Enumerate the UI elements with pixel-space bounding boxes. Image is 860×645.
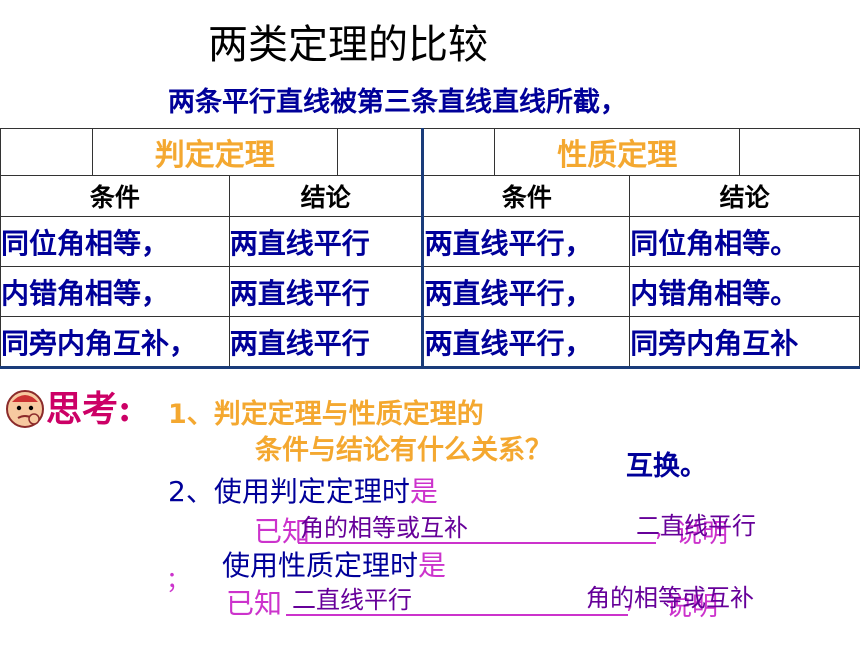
question-2-is: 是 <box>409 475 438 508</box>
table-cell: 同位角相等， <box>0 216 230 267</box>
semicolon: ； <box>166 566 190 594</box>
question-1-answer: 互换。 <box>626 451 707 482</box>
sub-header-condition: 条件 <box>421 175 631 217</box>
table-cell: 两直线平行， <box>421 316 631 369</box>
sub-header-conclusion: 结论 <box>629 175 860 217</box>
sub-header-condition: 条件 <box>0 175 230 217</box>
answer-fill: 角的相等或互补 <box>300 514 468 542</box>
header-spacer <box>336 128 424 176</box>
answer-underline <box>286 614 628 616</box>
thinking-face-icon <box>6 390 44 428</box>
answer-fill: 二直线平行 <box>292 586 412 614</box>
question-3-prefix: 使用性质定理时 <box>222 549 419 582</box>
comparison-table: 判定定理 性质定理 条件 结论 条件 结论 同位角相等， 两直线平行 两直线平行… <box>0 128 860 369</box>
prove-label: 说明 <box>676 519 729 549</box>
comma: , <box>626 586 634 614</box>
table-cell: 同旁内角互补 <box>629 316 860 369</box>
sub-header-conclusion: 结论 <box>228 175 424 217</box>
table-row: 同位角相等， 两直线平行 两直线平行， 同位角相等。 <box>0 216 860 267</box>
table-cell: 两直线平行 <box>228 216 424 267</box>
table-cell: 内错角相等。 <box>629 266 860 317</box>
table-cell: 内错角相等， <box>0 266 230 317</box>
question-2-prefix: 2、使用判定定理时 <box>168 475 410 508</box>
table-row: 同旁内角互补， 两直线平行 两直线平行， 同旁内角互补 <box>0 316 860 369</box>
header-spacer <box>421 128 496 176</box>
table-cell: 两直线平行， <box>421 216 631 267</box>
question-2: 2、使用判定定理时是 <box>168 470 438 510</box>
answer-underline <box>298 542 656 544</box>
question-1-line-1: 1、判定定理与性质定理的 <box>168 399 484 430</box>
comma: , <box>655 514 663 542</box>
table-cell: 同位角相等。 <box>629 216 860 267</box>
question-3: 使用性质定理时是 <box>222 544 446 584</box>
group-header-property: 性质定理 <box>494 128 741 176</box>
table-cell: 两直线平行 <box>228 316 424 369</box>
group-header-row: 判定定理 性质定理 <box>0 128 860 176</box>
prove-label: 说明 <box>666 592 719 622</box>
header-spacer <box>0 128 93 176</box>
known-label: 已知 <box>226 587 283 620</box>
header-spacer <box>739 128 860 176</box>
table-cell: 两直线平行 <box>228 266 424 317</box>
table-cell: 同旁内角互补， <box>0 316 230 369</box>
answer-fill: 角的相等或互补 <box>586 584 754 612</box>
question-3-is: 是 <box>418 549 447 582</box>
table-row: 内错角相等， 两直线平行 两直线平行， 内错角相等。 <box>0 266 860 317</box>
group-header-determine: 判定定理 <box>91 128 338 176</box>
table-cell: 两直线平行， <box>421 266 631 317</box>
question-1-line-2: 条件与结论有什么关系？ <box>255 435 552 466</box>
page-subtitle: 两条平行直线被第三条直线直线所截， <box>168 87 627 118</box>
page-title: 两类定理的比较 <box>208 22 488 68</box>
sub-header-row: 条件 结论 条件 结论 <box>0 175 860 217</box>
answer-fill: 二直线平行 <box>636 512 756 540</box>
think-label: 思考: <box>46 388 132 430</box>
